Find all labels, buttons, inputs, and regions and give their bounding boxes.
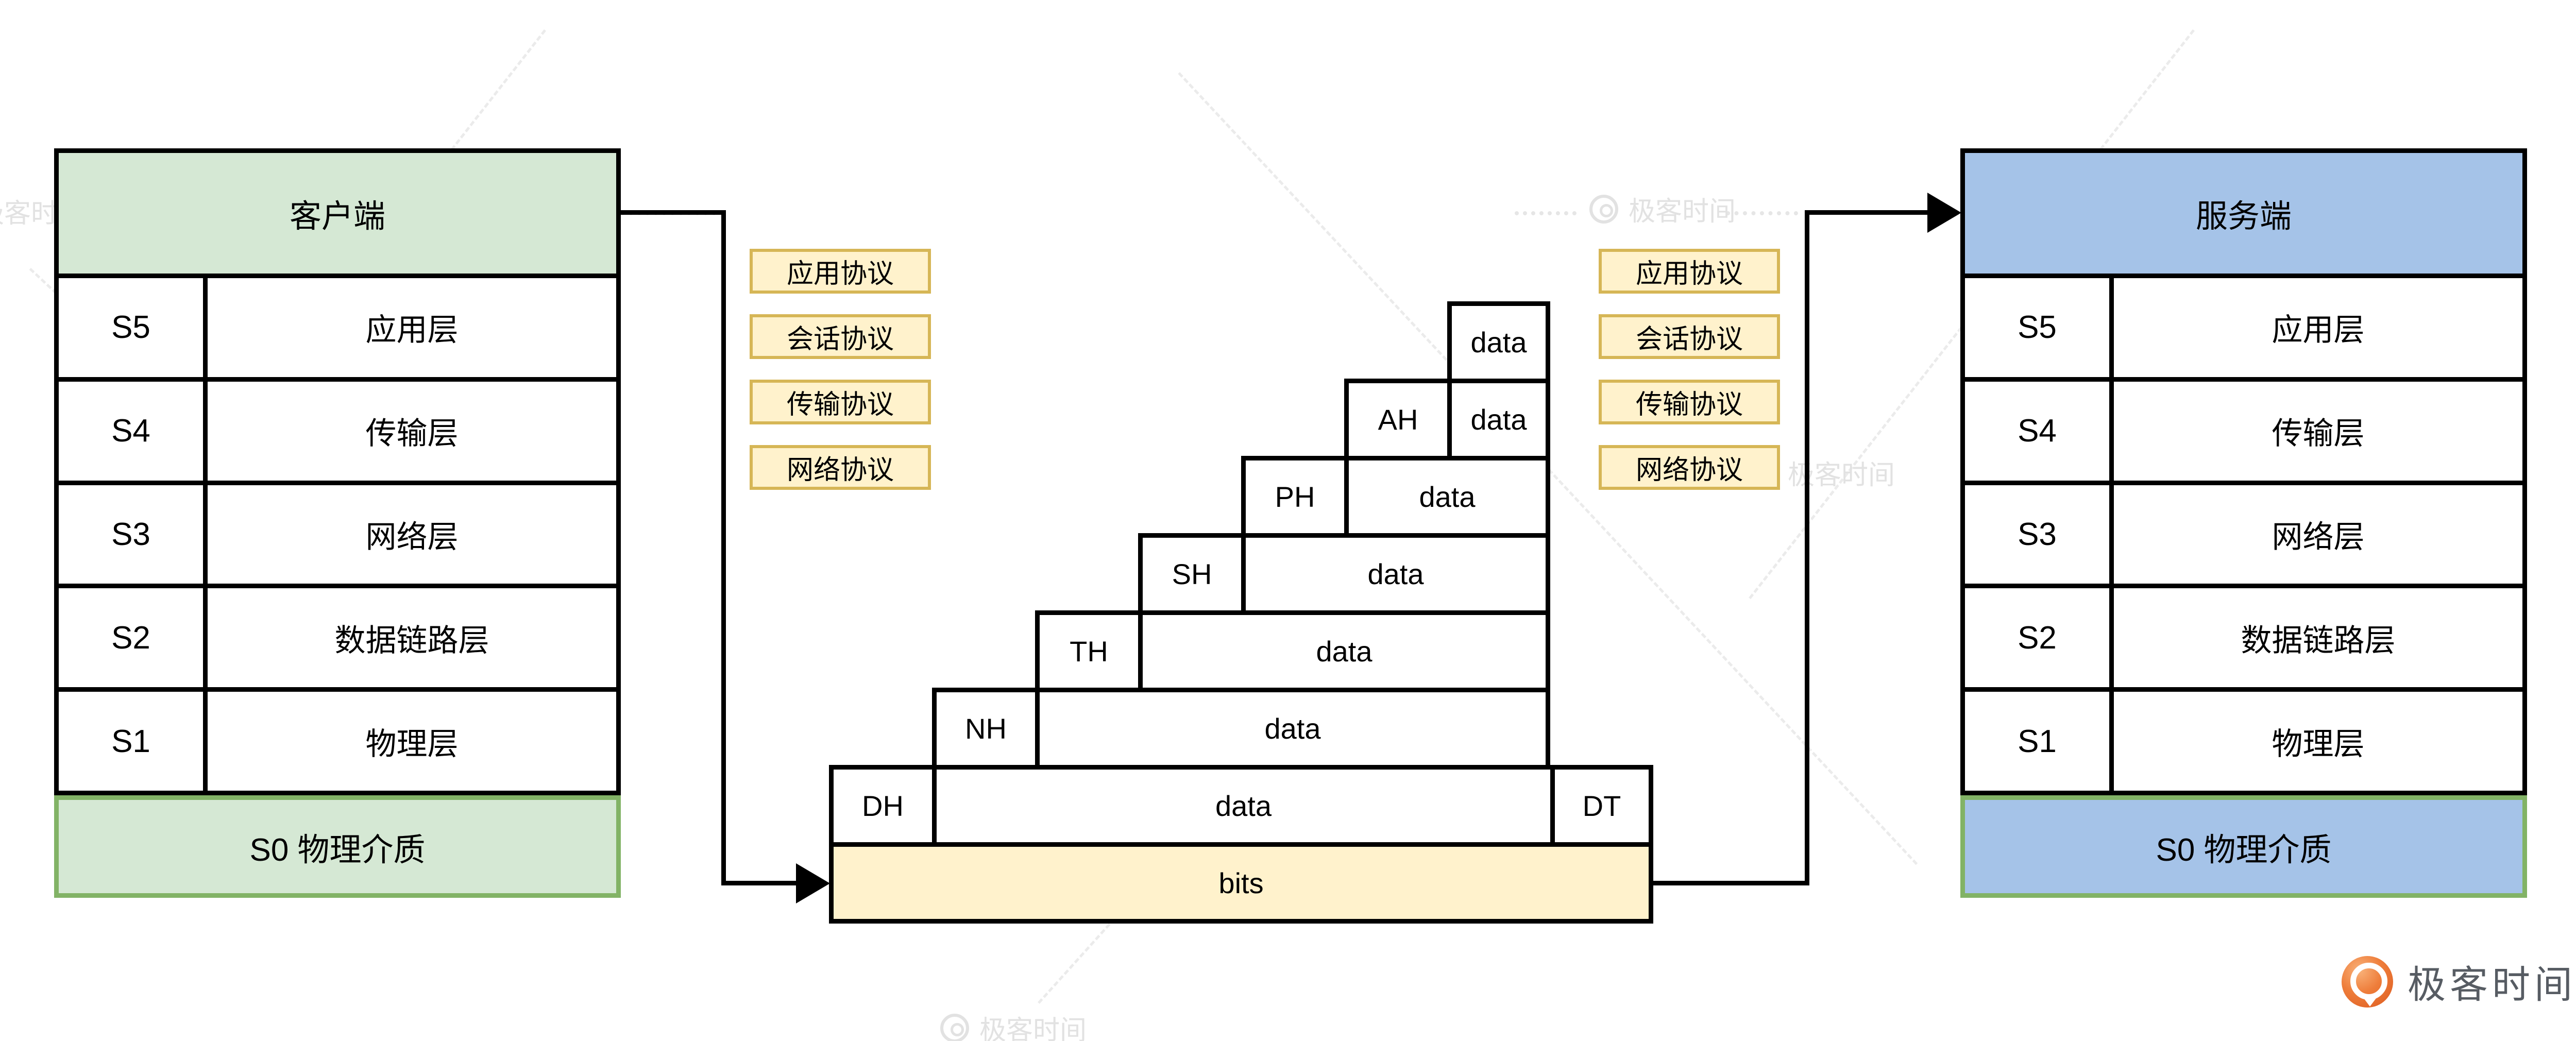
layer-label: 网络层 <box>2272 519 2365 554</box>
header-cell-AH: AH <box>1344 379 1452 460</box>
geektime-logo-icon <box>2342 955 2393 1008</box>
server-physical-medium-bar: S0 物理介质 <box>1960 795 2527 898</box>
protocol-label: 应用协议 <box>1599 249 1780 294</box>
arrow-client-to-bits-segment <box>618 210 726 215</box>
arrow-bits-to-server-segment <box>1805 210 1928 215</box>
table-row: S3 网络层 <box>1965 485 2522 589</box>
table-row: S5 应用层 <box>59 278 616 382</box>
header-cell-TH: TH <box>1035 610 1143 692</box>
protocol-label: 网络协议 <box>750 445 931 490</box>
protocol-label: 传输协议 <box>1599 380 1780 424</box>
layer-code: S1 <box>1965 692 2114 791</box>
watermark-dotted-line <box>1515 211 1577 215</box>
watermark-logo-icon <box>1589 194 1618 224</box>
payload-cell: data <box>1447 301 1550 383</box>
header-cell-SH: SH <box>1138 533 1246 615</box>
table-row: S1 物理层 <box>59 692 616 791</box>
layer-code: S4 <box>1965 381 2114 481</box>
watermark-text: 极客时间 <box>1629 197 1736 227</box>
payload-cell: data <box>1344 456 1550 538</box>
client-layer-table: 客户端 S5 应用层 S4 传输层 S3 网络层 S2 数据链路层 S1 物理层 <box>54 148 621 795</box>
layer-code: S2 <box>59 588 208 688</box>
client-table-title: 客户端 <box>59 153 616 278</box>
payload-cell: data <box>1241 533 1550 615</box>
watermark-logo-icon <box>940 1013 969 1041</box>
table-row: S3 网络层 <box>59 485 616 589</box>
protocol-label: 网络协议 <box>1599 445 1780 490</box>
payload-cell: data <box>932 765 1555 847</box>
protocol-label: 会话协议 <box>1599 314 1780 359</box>
arrow-bits-to-server-segment <box>1805 210 1809 885</box>
watermark: 极客时间 <box>940 1009 1087 1041</box>
server-layer-table: 服务端 S5 应用层 S4 传输层 S3 网络层 S2 数据链路层 S1 物理层 <box>1960 148 2527 795</box>
layer-label: 传输层 <box>2272 416 2365 451</box>
watermark: 极客时间 <box>1589 190 1736 228</box>
layer-code: S2 <box>1965 588 2114 688</box>
server-table-title: 服务端 <box>1965 153 2522 278</box>
arrowhead-into-bits <box>796 863 830 903</box>
protocol-label: 会话协议 <box>750 314 931 359</box>
layer-label: 应用层 <box>2272 313 2365 348</box>
payload-cell: data <box>1138 610 1550 692</box>
payload-cell: data <box>1447 379 1550 460</box>
layer-label: 数据链路层 <box>334 623 489 658</box>
table-row: S4 传输层 <box>59 381 616 485</box>
table-row: S2 数据链路层 <box>59 588 616 692</box>
layer-label: 物理层 <box>365 726 459 761</box>
protocol-label: 传输协议 <box>750 380 931 424</box>
layer-label: 网络层 <box>365 519 459 554</box>
table-row: S4 传输层 <box>1965 381 2522 485</box>
payload-cell: data <box>1035 688 1550 770</box>
arrow-bits-to-server-segment <box>1649 881 1809 885</box>
header-cell-DH: DH <box>829 765 937 847</box>
layer-label: 物理层 <box>2272 726 2365 761</box>
layer-label: 数据链路层 <box>2241 623 2396 658</box>
protocol-label: 应用协议 <box>750 249 931 294</box>
watermark-text: 极客时间 <box>979 1016 1087 1041</box>
layer-code: S5 <box>1965 278 2114 377</box>
header-cell-NH: NH <box>932 688 1040 770</box>
arrow-client-to-bits-segment <box>721 210 726 885</box>
watermark-text: 极客时间 <box>1788 460 1895 490</box>
geektime-brand: 极客时间 <box>2342 954 2576 1009</box>
layer-code: S5 <box>59 278 208 377</box>
table-row: S1 物理层 <box>1965 692 2522 791</box>
layer-code: S3 <box>1965 485 2114 584</box>
client-physical-medium-bar: S0 物理介质 <box>54 795 621 898</box>
protocol-labels-left: 应用协议 会话协议 传输协议 网络协议 <box>750 249 931 490</box>
arrowhead-into-server <box>1927 193 1961 233</box>
layer-label: 传输层 <box>365 416 459 451</box>
protocol-labels-right: 应用协议 会话协议 传输协议 网络协议 <box>1599 249 1780 490</box>
arrow-client-to-bits-segment <box>721 881 799 885</box>
layer-code: S3 <box>59 485 208 584</box>
watermark: 极客时间 <box>1788 453 1895 492</box>
layer-code: S1 <box>59 692 208 791</box>
table-row: S2 数据链路层 <box>1965 588 2522 692</box>
bits-bar: bits <box>829 842 1653 924</box>
layer-label: 应用层 <box>365 313 459 348</box>
layer-code: S4 <box>59 381 208 481</box>
trailer-cell-DT: DT <box>1550 765 1653 847</box>
watermark-dotted-line <box>1726 211 1798 215</box>
header-cell-PH: PH <box>1241 456 1349 538</box>
table-row: S5 应用层 <box>1965 278 2522 382</box>
geektime-logo-text: 极客时间 <box>2408 963 2576 1006</box>
